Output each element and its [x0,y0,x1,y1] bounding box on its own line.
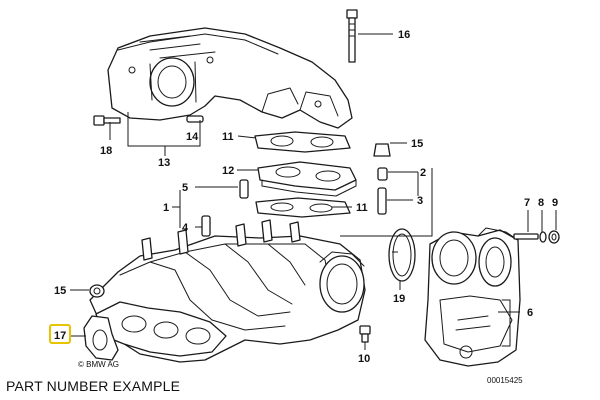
nut-9 [548,230,560,244]
dowel-5 [239,179,249,199]
callout-3: 3 [417,195,423,207]
callout-18: 18 [100,145,112,157]
plug-15-lower [89,284,105,298]
callout-14: 14 [186,131,199,143]
gasket-17 [83,315,119,361]
sleeve-15-upper [373,143,391,157]
callout-8: 8 [538,197,544,209]
bolt-10 [359,325,371,343]
page-caption: PART NUMBER EXAMPLE [6,378,181,394]
callout-10: 10 [358,353,370,365]
bolt-16 [346,9,358,63]
callout-9: 9 [552,197,558,209]
leader-lines [70,33,557,350]
spacer-plate-12 [257,161,357,197]
callout-2: 2 [420,167,426,179]
bolt-7 [513,233,539,240]
throttle-housing-6 [424,227,521,367]
callout-17: 17 [54,330,66,342]
dowel-4 [201,215,211,237]
callout-4: 4 [182,222,189,234]
dowel-3 [377,187,387,215]
document-id: 00015425 [487,376,523,385]
callout-12: 12 [222,165,234,177]
callout-15-lower: 15 [54,285,66,297]
gasket-11-upper [254,131,351,153]
o-ring-19 [388,228,416,282]
callout-19: 19 [393,293,405,305]
callout-1: 1 [163,202,169,214]
sleeve-2 [377,167,388,181]
intake-manifold-lower [89,219,366,363]
callout-6: 6 [527,307,533,319]
intake-plenum-upper [107,27,353,129]
callout-15-upper: 15 [411,138,423,150]
washer-14 [186,115,204,123]
callout-11-lower: 11 [356,202,368,214]
copyright-notice: © BMW AG [78,360,120,369]
callout-highlight-box [49,324,71,344]
callout-13: 13 [158,157,170,169]
washer-8 [539,231,547,243]
callout-11-upper: 11 [222,131,234,143]
callout-16: 16 [398,29,410,41]
bolt-18 [93,115,121,126]
callout-5: 5 [182,182,188,194]
callout-7: 7 [524,197,530,209]
gasket-11-lower [255,197,351,218]
